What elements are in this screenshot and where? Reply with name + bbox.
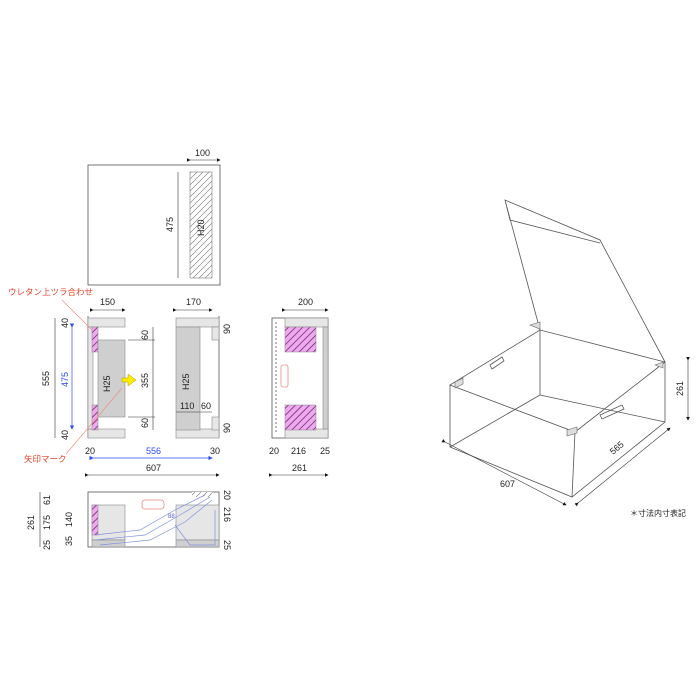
dim-30: 30 xyxy=(210,446,220,456)
pad-h20 xyxy=(189,171,213,279)
lid-outline xyxy=(87,164,221,286)
note-inner-dimensions: ＊寸法内寸表記 xyxy=(630,508,686,518)
urethane-side-bottom xyxy=(284,404,317,431)
dim-261-side: 261 xyxy=(292,463,307,473)
dim-607: 607 xyxy=(146,463,161,473)
dim-110: 110 xyxy=(180,401,194,411)
dim-100: 100 xyxy=(195,148,210,158)
isometric-view: 607 565 261 xyxy=(441,199,690,507)
urethane-pad-bottom xyxy=(91,404,99,431)
dim-175: 175 xyxy=(42,515,52,530)
annotation-urethane-flush: ウレタン上ツラ合わせ xyxy=(8,287,93,297)
dim-20-side: 20 xyxy=(269,446,279,456)
dim-90-top: 90 xyxy=(222,324,232,334)
dim-216: 216 xyxy=(291,446,306,456)
dim-61: 61 xyxy=(42,495,52,505)
cable-label: 88 xyxy=(168,514,175,520)
bottom-view: 88 261 61 175 140 35 25 20 216 25 xyxy=(26,490,232,550)
dim-40-top: 40 xyxy=(60,318,70,328)
dim-90-bottom: 90 xyxy=(222,423,232,433)
dim-25-right: 25 xyxy=(222,540,232,550)
front-view: H25 H25 150 170 555 475 40 40 60 355 60 … xyxy=(41,297,232,477)
label-h20: H20 xyxy=(196,219,206,236)
dim-150: 150 xyxy=(100,297,115,307)
dim-355: 355 xyxy=(140,373,150,388)
arrow-mark-icon xyxy=(121,373,137,387)
dim-20: 20 xyxy=(85,446,95,456)
dim-25-bottom: 25 xyxy=(42,540,52,550)
label-h25-right: H25 xyxy=(181,373,191,390)
dim-20-right: 20 xyxy=(222,490,232,500)
dim-60-top: 60 xyxy=(140,330,150,340)
dim-475-inner: 475 xyxy=(60,372,70,387)
block-h25-left xyxy=(97,339,126,418)
dim-25-side: 25 xyxy=(320,446,330,456)
block-h25-right xyxy=(175,326,201,431)
dim-607-iso: 607 xyxy=(500,479,515,489)
handle-icon xyxy=(280,364,289,388)
dim-565-iso: 565 xyxy=(608,439,626,456)
side-view: 200 20 216 25 261 xyxy=(269,297,330,477)
annotation-arrow-mark: 矢印マーク xyxy=(24,454,67,464)
cable-routing xyxy=(94,494,216,546)
dim-261-bottom: 261 xyxy=(26,515,36,530)
dim-555: 555 xyxy=(41,371,51,386)
top-view: 100 475 H20 xyxy=(87,148,221,286)
dim-40-bottom: 40 xyxy=(60,430,70,440)
dim-556: 556 xyxy=(146,446,161,456)
dim-35: 35 xyxy=(64,536,74,546)
dim-261-iso: 261 xyxy=(675,381,685,396)
urethane-side-top xyxy=(284,326,317,353)
handle-top-icon xyxy=(141,499,165,510)
dim-475: 475 xyxy=(165,217,175,232)
dim-140: 140 xyxy=(64,512,74,527)
dim-170: 170 xyxy=(186,297,201,307)
dim-60-bottom: 60 xyxy=(140,418,150,428)
dim-216-right: 216 xyxy=(222,507,232,522)
dim-60-right: 60 xyxy=(201,401,211,411)
label-h25-left: H25 xyxy=(102,375,112,392)
dim-200: 200 xyxy=(298,297,313,307)
urethane-pad-top xyxy=(91,326,99,353)
